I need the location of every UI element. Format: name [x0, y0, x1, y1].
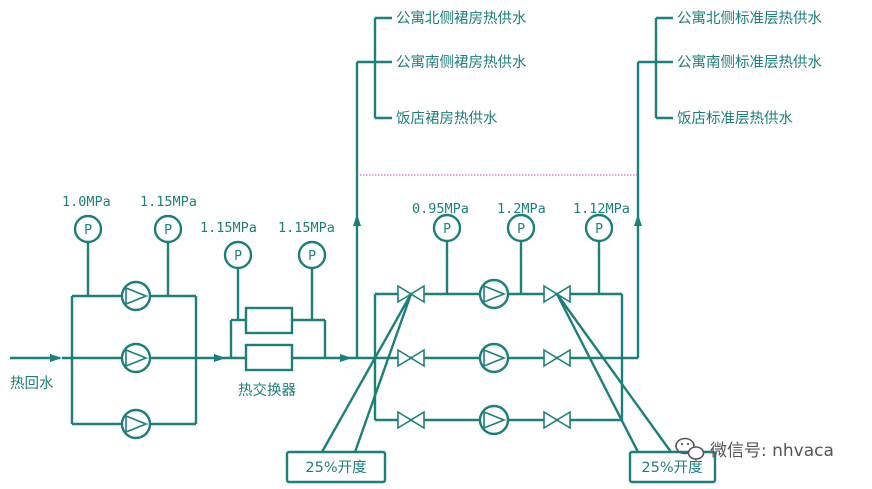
valve-icon: [397, 284, 425, 304]
pump-icon: [478, 404, 510, 436]
valve-icon: [543, 284, 571, 304]
pressure-gauge: P: [73, 214, 103, 244]
valve-icon: [397, 348, 425, 368]
svg-text:P: P: [443, 222, 451, 237]
return-water-inlet: [10, 354, 62, 362]
watermark-text: 微信号: nhvaca: [710, 441, 834, 461]
svg-text:P: P: [595, 222, 603, 237]
gauge-reading: 0.95MPa: [412, 201, 469, 217]
pressure-gauge: P: [223, 240, 253, 270]
gauge-reading: 1.12MPa: [573, 201, 630, 217]
valve-icon: [543, 410, 571, 430]
outlet-label-left-1: 公寓北侧裙房热供水: [396, 9, 527, 27]
left-pump-group: P P 1.0MPa 1.15MPa: [62, 194, 226, 440]
flow-arrow-icon: [340, 354, 352, 362]
right-pump-group: P P P 0.95MPa 1.2MPa 1.12MPa: [350, 201, 638, 436]
watermark: 微信号: nhvaca: [675, 437, 834, 461]
pressure-gauge: P: [584, 213, 614, 243]
pressure-gauge: P: [432, 213, 462, 243]
pressure-gauge: P: [153, 214, 183, 244]
outlet-label-right-2: 公寓南侧标准层热供水: [677, 53, 822, 71]
right-riser-arrow-icon: [634, 214, 642, 226]
heat-exchanger-label: 热交换器: [238, 381, 296, 399]
left-riser-arrow-icon: [353, 214, 361, 226]
flow-arrow-icon: [214, 354, 226, 362]
callout-label: 25%开度: [305, 459, 366, 476]
wechat-icon: [675, 437, 705, 460]
outlet-label-left-3: 饭店裙房热供水: [396, 110, 498, 127]
gauge-reading: 1.15MPa: [278, 220, 335, 236]
gauge-reading: 1.0MPa: [62, 194, 111, 210]
outlet-label-left-2: 公寓南侧裙房热供水: [396, 53, 527, 71]
svg-text:P: P: [164, 223, 172, 238]
gauge-reading: 1.15MPa: [200, 220, 257, 236]
svg-text:P: P: [308, 249, 316, 264]
outlet-label-right-1: 公寓北侧标准层热供水: [677, 9, 822, 27]
pump-icon: [120, 342, 152, 374]
pressure-gauge: P: [506, 213, 536, 243]
pump-icon: [120, 408, 152, 440]
supply-risers: [353, 16, 673, 358]
heat-exchanger-unit: [244, 343, 294, 372]
svg-text:P: P: [234, 249, 242, 264]
valve-icon: [543, 348, 571, 368]
gauge-reading: 1.2MPa: [497, 201, 546, 217]
return-water-label: 热回水: [10, 375, 54, 392]
pump-icon: [120, 280, 152, 312]
heat-exchanger-group: P P 1.15MPa 1.15MPa: [200, 220, 350, 372]
pump-icon: [478, 278, 510, 310]
inlet-arrow-icon: [50, 354, 62, 362]
pressure-gauge: P: [297, 240, 327, 270]
callout-label: 25%开度: [641, 459, 702, 476]
svg-text:P: P: [517, 222, 525, 237]
heat-exchanger-unit: [244, 306, 294, 335]
outlet-label-right-3: 饭店标准层热供水: [677, 110, 793, 127]
pump-icon: [478, 342, 510, 374]
valve-opening-callout-left: 25%开度: [285, 293, 413, 484]
valve-icon: [397, 410, 425, 430]
gauge-reading: 1.15MPa: [140, 194, 197, 210]
svg-text:P: P: [84, 223, 92, 238]
